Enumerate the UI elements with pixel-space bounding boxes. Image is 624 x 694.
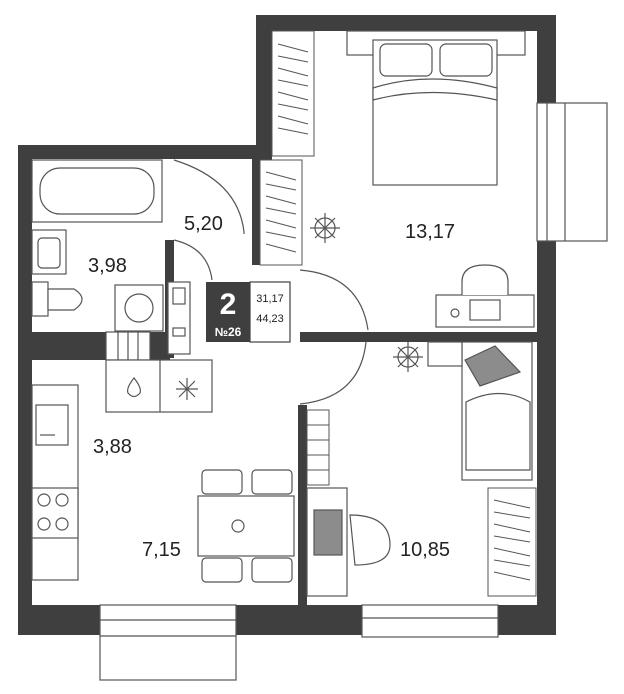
area-label-hall: 5,20 — [184, 213, 223, 235]
area-label-kitchen: 7,15 — [142, 539, 181, 561]
plant-icon — [310, 213, 340, 243]
windows — [99, 102, 608, 681]
stove — [31, 487, 79, 539]
window-bottom-right — [361, 604, 499, 638]
sink — [31, 229, 67, 275]
double-bed — [346, 30, 526, 186]
total-area: 44,23 — [256, 313, 284, 325]
door-bathroom — [173, 159, 245, 234]
room-area-labels: 5,20 3,98 13,17 3,88 7,15 10,85 — [88, 213, 455, 561]
apartment-number: №26 — [215, 325, 242, 339]
apartment-badge: 2 №26 31,17 44,23 — [206, 281, 291, 343]
door-bathroom-2 — [173, 239, 213, 281]
washing-machine — [114, 284, 164, 332]
window-right — [536, 102, 608, 242]
shelf-unit — [306, 409, 330, 486]
plant-icon — [393, 342, 423, 372]
area-label-bedroom: 13,17 — [405, 221, 455, 243]
dining-table — [197, 469, 295, 583]
door-bedroom — [299, 269, 369, 331]
area-label-entry: 3,88 — [93, 436, 132, 458]
area-label-second-bedroom: 10,85 — [400, 539, 450, 561]
single-bed — [427, 341, 533, 481]
dressing-table — [435, 264, 535, 328]
entry-cabinet — [105, 331, 213, 413]
desk — [306, 487, 391, 597]
rooms-count: 2 — [220, 288, 237, 321]
living-area: 31,17 — [256, 293, 284, 305]
wardrobe-hatching — [265, 43, 531, 581]
boiler-column — [167, 281, 191, 355]
snowflake-icon — [176, 378, 198, 400]
door-second-bedroom — [299, 341, 367, 405]
wardrobe-top — [271, 30, 315, 157]
window-bottom-left — [99, 604, 237, 681]
doors — [173, 159, 369, 405]
kitchen-counter — [31, 384, 79, 581]
toilet — [31, 281, 83, 317]
pillow — [464, 345, 522, 387]
water-drop-icon — [127, 377, 141, 398]
area-label-bathroom: 3,98 — [88, 255, 127, 277]
bathtub — [31, 159, 163, 223]
